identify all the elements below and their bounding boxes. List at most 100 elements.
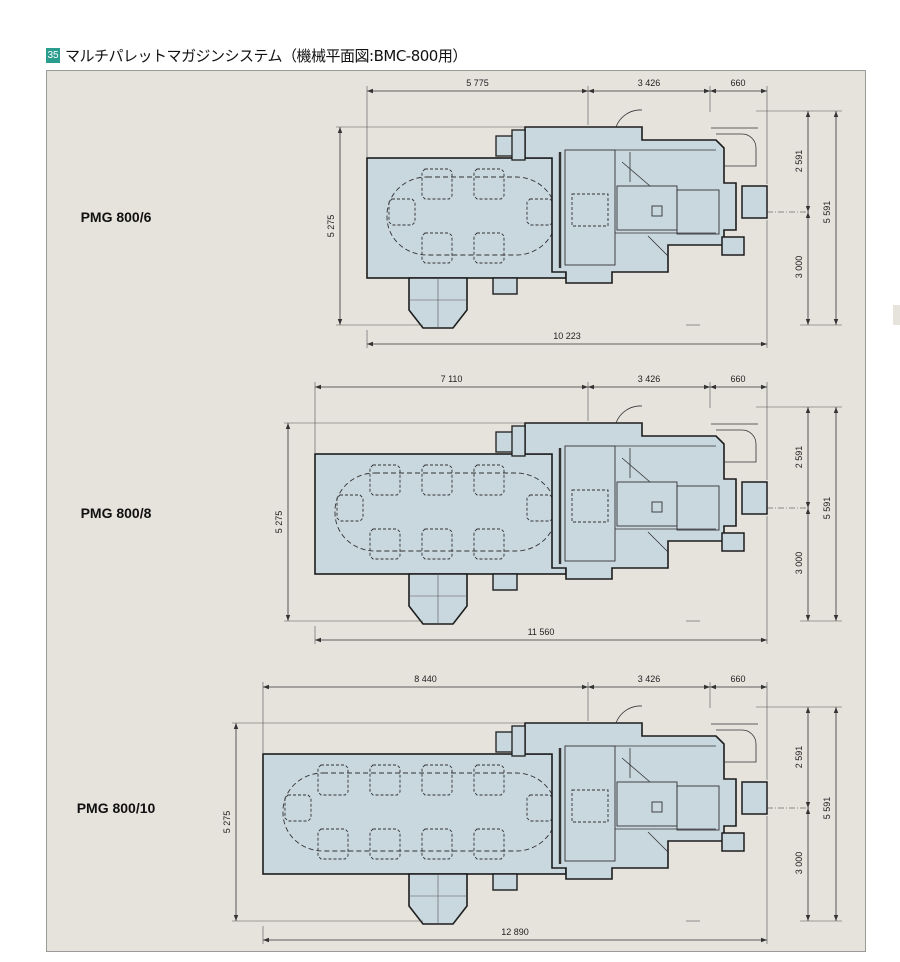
arrowhead <box>315 637 321 643</box>
figure-title: 35 マルチパレットマガジンシステム（機械平面図:BMC-800用） <box>46 45 467 65</box>
pallet-station <box>369 828 401 860</box>
arrowhead <box>833 615 839 621</box>
arrowhead <box>704 684 710 690</box>
cover-line <box>621 457 651 483</box>
dim-magazine-depth: 5 275 <box>326 215 336 238</box>
work-pallet <box>571 193 609 227</box>
model-label: PMG 800/10 <box>77 800 156 816</box>
arrowhead <box>805 808 811 814</box>
arrowhead <box>588 88 594 94</box>
arrowhead <box>805 615 811 621</box>
arrowhead <box>805 508 811 514</box>
dim-clearance: 660 <box>730 674 745 684</box>
dim-overall-length: 10 223 <box>553 331 581 341</box>
hydraulic-unit <box>721 532 745 552</box>
arrowhead <box>805 407 811 413</box>
arrowhead <box>710 384 716 390</box>
hydraulic-unit <box>721 832 745 852</box>
cover-line <box>647 235 669 257</box>
arrowhead <box>263 937 269 943</box>
arrowhead <box>710 88 716 94</box>
edge-tab <box>893 305 900 325</box>
arrowhead <box>805 707 811 713</box>
support-foot <box>492 573 518 591</box>
dim-clearance: 660 <box>730 78 745 88</box>
pallet-station <box>526 198 554 226</box>
pallet-station <box>421 764 453 796</box>
control-panel <box>741 781 768 815</box>
machine-outline <box>524 126 737 284</box>
arrowhead <box>588 384 594 390</box>
column <box>676 785 720 831</box>
arrowhead <box>710 684 716 690</box>
arrowhead <box>761 937 767 943</box>
dim-magazine-length: 7 110 <box>441 374 463 384</box>
arrowhead <box>263 684 269 690</box>
control-panel <box>741 185 768 219</box>
pallet-station <box>421 528 453 560</box>
dim-magazine-length: 5 775 <box>466 78 489 88</box>
pallet-station <box>369 528 401 560</box>
control-panel <box>741 481 768 515</box>
dim-overall-depth: 5 591 <box>822 797 832 820</box>
arrowhead <box>805 502 811 508</box>
table-area <box>564 149 616 266</box>
arrowhead <box>833 707 839 713</box>
coolant-bracket <box>511 725 526 757</box>
pallet-station <box>317 828 349 860</box>
model-label: PMG 800/6 <box>81 209 152 225</box>
cover-line <box>647 531 669 553</box>
cover-line <box>647 831 669 853</box>
arrowhead <box>704 88 710 94</box>
arrowhead <box>233 723 239 729</box>
dim-clearance: 660 <box>730 374 745 384</box>
arrowhead <box>761 88 767 94</box>
coolant-bracket <box>511 129 526 161</box>
door-swing-arc <box>716 729 757 763</box>
table-area <box>564 745 616 862</box>
figure-title-text: マルチパレットマガジンシステム（機械平面図:BMC-800用） <box>65 46 467 65</box>
dim-lower-depth: 3 000 <box>794 852 804 875</box>
pallet-station <box>421 464 453 496</box>
spindle <box>651 801 663 813</box>
hydraulic-unit <box>721 236 745 256</box>
pallet-station <box>473 464 505 496</box>
dim-magazine-depth: 5 275 <box>222 811 232 834</box>
dim-lower-depth: 3 000 <box>794 256 804 279</box>
door-swing-arc <box>615 705 643 724</box>
arrowhead <box>704 384 710 390</box>
arrowhead <box>582 384 588 390</box>
coolant-unit <box>495 135 515 157</box>
pallet-station <box>473 764 505 796</box>
model-label: PMG 800/8 <box>81 505 152 521</box>
arrowhead <box>761 341 767 347</box>
support-foot <box>492 873 518 891</box>
dim-overall-length: 11 560 <box>528 627 555 637</box>
machining-center <box>495 109 810 284</box>
dim-upper-depth: 2 591 <box>794 446 804 469</box>
support-foot <box>492 277 518 295</box>
dim-machine-length: 3 426 <box>638 78 661 88</box>
coolant-unit <box>495 731 515 753</box>
column <box>676 485 720 531</box>
pallet-station <box>473 528 505 560</box>
pallet-station <box>473 828 505 860</box>
work-pallet <box>571 489 609 523</box>
pallet-station <box>369 764 401 796</box>
arrowhead <box>761 384 767 390</box>
pallet-track <box>282 772 557 852</box>
dim-lower-depth: 3 000 <box>794 552 804 575</box>
arrowhead <box>582 88 588 94</box>
machining-center <box>495 705 810 880</box>
dim-upper-depth: 2 591 <box>794 746 804 769</box>
pallet-station <box>284 794 312 822</box>
arrowhead <box>833 319 839 325</box>
arrowhead <box>805 802 811 808</box>
work-pallet <box>571 789 609 823</box>
pallet-station <box>526 494 554 522</box>
machine-outline <box>524 422 737 580</box>
